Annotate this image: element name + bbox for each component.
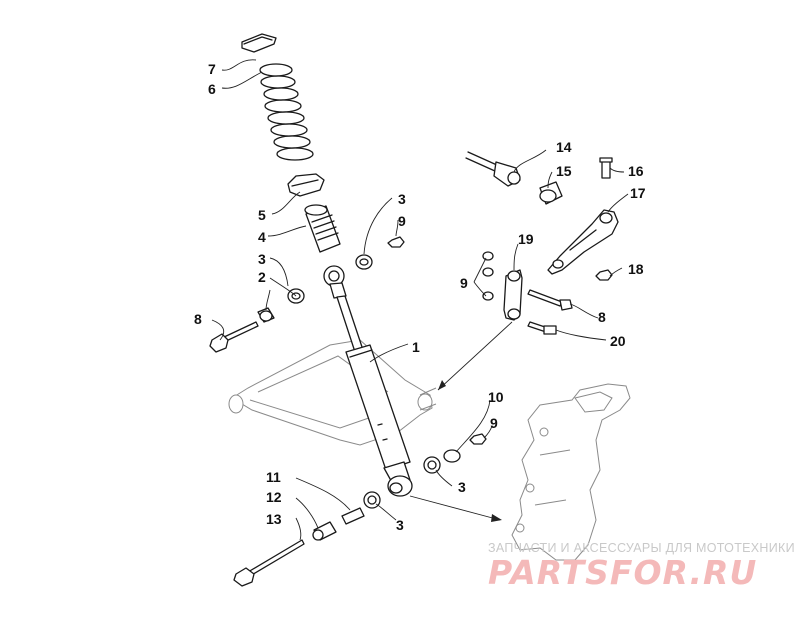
callout-12: 12 <box>266 489 282 505</box>
upper-bushing-sleeve <box>257 307 275 323</box>
callout-8-right: 8 <box>598 309 606 325</box>
watermark-caption: ЗАПЧАСТИ И АКСЕССУАРЫ ДЛЯ МОТОТЕХНИКИ <box>488 541 795 555</box>
callout-3-lower-left: 3 <box>396 517 404 533</box>
callout-19: 19 <box>518 231 534 247</box>
callout-9-upper: 9 <box>398 213 406 229</box>
callout-5: 5 <box>258 207 266 223</box>
sway-bar <box>465 151 521 187</box>
spring-cap <box>241 33 277 53</box>
callout-8-left: 8 <box>194 311 202 327</box>
callout-16: 16 <box>628 163 644 179</box>
callout-9-lower: 9 <box>490 415 498 431</box>
watermark: ЗАПЧАСТИ И АКСЕССУАРЫ ДЛЯ МОТОТЕХНИКИ PA… <box>488 541 795 592</box>
upper-mount-bolt <box>209 321 259 353</box>
callout-13: 13 <box>266 511 282 527</box>
a-arm <box>228 339 437 446</box>
bump-stop <box>304 204 341 253</box>
callout-20: 20 <box>610 333 626 349</box>
sway-bar-link <box>503 269 523 321</box>
lower-lock-nut <box>469 433 487 445</box>
callout-10: 10 <box>488 389 504 405</box>
callout-9-link: 9 <box>460 275 468 291</box>
sway-arm-nut <box>595 269 613 281</box>
lower-washer-right <box>423 456 441 474</box>
callout-2: 2 <box>258 269 266 285</box>
sway-bar-bushing <box>539 181 563 205</box>
callout-15: 15 <box>556 163 572 179</box>
callout-14: 14 <box>556 139 572 155</box>
link-washers <box>482 251 494 301</box>
assembly-arrows <box>409 321 513 522</box>
lower-sleeve-short <box>312 521 337 541</box>
link-bolt-lower <box>527 321 557 335</box>
callout-labels: 7 6 5 4 3 2 8 3 9 1 14 15 16 17 19 18 9 … <box>194 61 646 533</box>
lower-washer-left <box>363 491 381 509</box>
callout-4: 4 <box>258 229 266 245</box>
callout-7: 7 <box>208 61 216 77</box>
leader-lines <box>211 59 629 541</box>
watermark-logo: PARTSFOR.RU <box>488 553 757 592</box>
callout-6: 6 <box>208 81 216 97</box>
link-bolt-upper <box>527 289 573 311</box>
lower-mount-bolt <box>233 539 305 587</box>
callout-3-upper-right: 3 <box>398 191 406 207</box>
callout-1: 1 <box>412 339 420 355</box>
sway-bar-bolt <box>599 157 613 179</box>
spindle-knuckle <box>511 383 631 561</box>
callout-11: 11 <box>266 469 281 485</box>
lower-spacer <box>443 449 461 463</box>
callout-3-lower-right: 3 <box>458 479 466 495</box>
adjuster-collar <box>287 173 325 197</box>
upper-lock-nut <box>387 236 405 248</box>
sway-bar-arm <box>547 209 619 275</box>
upper-right-washer <box>355 254 373 270</box>
callout-17: 17 <box>630 185 646 201</box>
callout-18: 18 <box>628 261 644 277</box>
callout-3-upper-left: 3 <box>258 251 266 267</box>
coil-spring <box>259 63 314 161</box>
shock-absorber <box>323 265 413 497</box>
lower-sleeve-long <box>341 507 365 525</box>
